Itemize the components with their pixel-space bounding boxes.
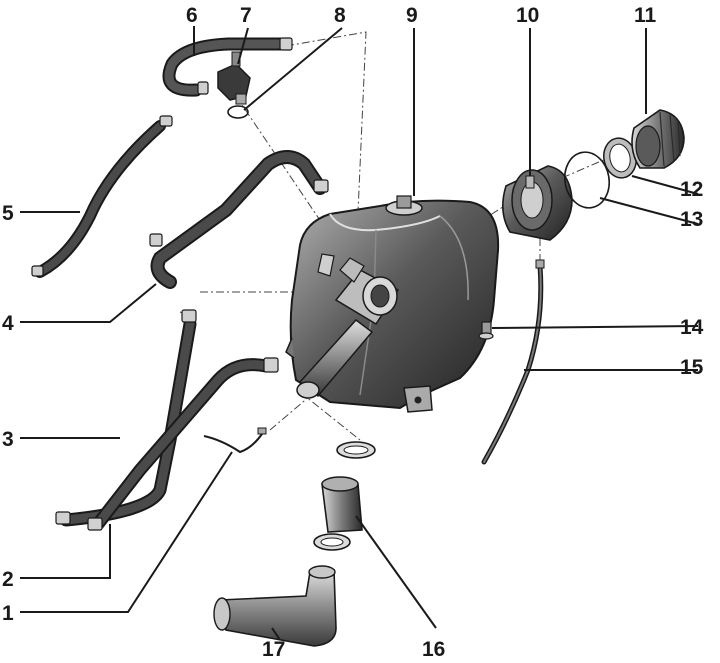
callout-17: 17: [262, 638, 285, 661]
callout-4: 4: [2, 312, 14, 335]
filler-cap: [631, 109, 685, 169]
level-sensor-wire: [203, 427, 267, 454]
callout-7: 7: [240, 4, 252, 27]
callout-8: 8: [334, 4, 346, 27]
hose-sleeve-and-clamps: [313, 441, 376, 551]
callout-9: 9: [406, 4, 418, 27]
hose-to-tank: [87, 357, 279, 531]
callout-15: 15: [680, 356, 704, 379]
callout-11: 11: [634, 4, 657, 27]
leader-lines: [20, 26, 699, 641]
screw: [478, 321, 494, 340]
callout-1: 1: [2, 602, 14, 625]
callout-10: 10: [516, 4, 539, 27]
callout-13: 13: [680, 208, 703, 231]
callout-3: 3: [2, 428, 14, 451]
expansion-tank: [285, 195, 500, 413]
callout-16: 16: [422, 638, 445, 661]
upper-vent-hose: [162, 37, 293, 97]
straight-hose: [55, 309, 197, 527]
hose-left: [31, 115, 173, 278]
pipe-elbow: [213, 565, 337, 647]
callout-5: 5: [2, 202, 14, 225]
bent-hose: [149, 150, 329, 289]
callout-labels: 1 2 3 4 5 6 7 8 9 10 11 12 13 14 15 16 1…: [2, 4, 704, 661]
callout-14: 14: [680, 316, 704, 339]
gasket: [603, 137, 637, 179]
callout-12: 12: [680, 178, 703, 201]
filler-neck: [502, 165, 573, 241]
callout-6: 6: [186, 4, 198, 27]
o-ring-small: [227, 105, 249, 119]
callout-2: 2: [2, 568, 14, 591]
valve-tee: [217, 51, 251, 105]
o-ring-large: [563, 151, 611, 209]
